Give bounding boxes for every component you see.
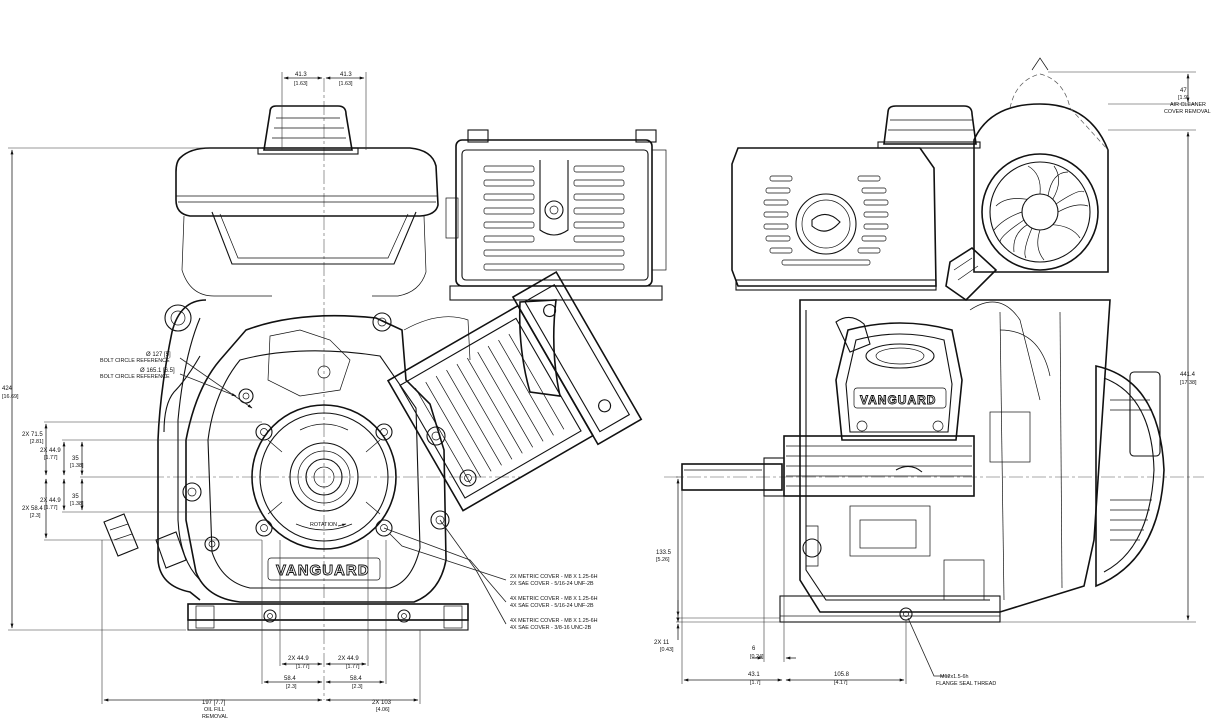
dim-v449b: 2X 44.9	[40, 498, 61, 504]
dim-top-right: 41.3	[340, 72, 352, 78]
blower-housing	[157, 299, 207, 601]
thread-spec: M12x1.5-6h	[940, 674, 968, 680]
side-view-dimensions: 47 [1.9] AIR CLEANER COVER REMOVAL 441.4…	[654, 71, 1211, 687]
rotation-label: ROTATION	[310, 522, 337, 528]
front-brand-emboss: VANGUARD	[276, 562, 370, 579]
lifting-eye	[164, 304, 192, 332]
dim-11-in: [0.43]	[660, 647, 674, 653]
dim-47: 47	[1180, 88, 1187, 94]
dim-w197-note1: OIL FILL	[204, 707, 225, 713]
cylinder-assembly	[386, 270, 643, 512]
oil-fill-plug	[155, 531, 187, 569]
dim-1335: 133.5	[656, 550, 672, 556]
side-brand-emboss: VANGUARD	[860, 393, 936, 407]
dim-v449b-in: [1.77]	[44, 505, 58, 511]
dim-v715: 2X 71.5	[22, 432, 43, 438]
dim-1058: 105.8	[834, 672, 850, 678]
dim-47-in: [1.9]	[1178, 95, 1189, 101]
bolt-circle-2: Ø 165.1 [6.5]	[140, 368, 175, 374]
dim-height-in: [16.69]	[2, 394, 19, 400]
side-view: VANGUARD	[654, 57, 1211, 687]
side-crankcase	[779, 299, 1111, 623]
dim-v35a: 35	[72, 456, 79, 462]
valve-cover: VANGUARD	[835, 322, 963, 441]
bolt-circle-1: Ø 127 [5]	[146, 352, 171, 358]
dim-h584r: 58.4	[350, 676, 362, 682]
side-lower-details	[802, 301, 1051, 621]
dim-6: 6	[752, 646, 756, 652]
muffler	[445, 129, 667, 301]
dim-1335-in: [5.26]	[656, 557, 670, 563]
dim-w103: 2X 103	[372, 700, 392, 706]
dim-47-note2: COVER REMOVAL	[1164, 109, 1211, 115]
dim-431-in: [1.7]	[750, 680, 761, 686]
callout-3-line1: 4X METRIC COVER - M8 X 1.25-6H	[510, 618, 598, 624]
fuel-tank	[175, 147, 439, 297]
dim-v715-in: [2.81]	[30, 439, 44, 445]
side-fuel-tank	[731, 147, 937, 291]
dim-top-left-in: [1.63]	[294, 81, 308, 87]
dim-h584l: 58.4	[284, 676, 296, 682]
air-cleaner	[945, 57, 1109, 302]
mounting-bolt-bosses	[182, 312, 477, 623]
crankcase	[185, 314, 447, 603]
crankshaft-boss	[251, 404, 397, 550]
dim-w197: 197 [7.7]	[202, 700, 226, 706]
dim-v449a: 2X 44.9	[40, 448, 61, 454]
dim-top-right-in: [1.63]	[339, 81, 353, 87]
callout-2-line2: 4X SAE COVER - 5/16-24 UNF-2B	[510, 603, 594, 609]
dim-top-left: 41.3	[295, 72, 307, 78]
dim-h449l: 2X 44.9	[288, 656, 309, 662]
dim-v35a-in: [1.38]	[70, 463, 84, 469]
dim-h449r-in: [1.77]	[346, 664, 360, 670]
dim-h584r-in: [2.3]	[352, 684, 363, 690]
dim-h449r: 2X 44.9	[338, 656, 359, 662]
callout-2-line1: 4X METRIC COVER - M8 X 1.25-6H	[510, 596, 598, 602]
dim-47-note1: AIR CLEANER	[1170, 102, 1206, 108]
dim-6-in: [0.24]	[750, 654, 764, 660]
callout-3-line2: 4X SAE COVER - 3/8-16 UNC-2B	[510, 625, 592, 631]
recoil-starter	[1095, 365, 1165, 588]
dim-v584-in: [2.3]	[30, 513, 41, 519]
dim-431: 43.1	[748, 672, 760, 678]
oil-drain-plug	[103, 513, 139, 557]
oil-fill-tube	[163, 355, 201, 433]
side-fuel-cap	[877, 105, 981, 149]
dim-v35b-in: [1.38]	[70, 501, 84, 507]
dim-441-in: [17.38]	[1180, 380, 1197, 386]
intake-elbow	[518, 299, 562, 397]
dim-v584: 2X 58.4	[22, 506, 43, 512]
front-view: ROTATION VANGUARD	[2, 72, 667, 720]
dim-v449a-in: [1.77]	[44, 455, 58, 461]
dim-1058-in: [4.17]	[834, 680, 848, 686]
front-view-dimensions: 41.3 [1.63] 41.3 [1.63] 424 [16.69] Ø 12…	[2, 72, 598, 720]
dim-height: 424	[2, 386, 13, 392]
dim-w103-in: [4.06]	[376, 707, 390, 713]
side-cylinder-fins	[783, 435, 975, 497]
engine-base	[187, 603, 469, 631]
dim-w197-note2: REMOVAL	[202, 714, 228, 720]
dim-h449l-in: [1.77]	[296, 664, 310, 670]
dim-h584l-in: [2.3]	[286, 684, 297, 690]
bolt-circle-1-note: BOLT CIRCLE REFERENCE	[100, 358, 170, 364]
thread-note: FLANGE SEAL THREAD	[936, 681, 996, 687]
dim-v35b: 35	[72, 494, 79, 500]
fuel-cap	[257, 105, 359, 155]
dim-441: 441.4	[1180, 372, 1196, 378]
callout-1-line1: 2X METRIC COVER - M8 X 1.25-6H	[510, 574, 598, 580]
callout-1-line2: 2X SAE COVER - 5/16-24 UNF-2B	[510, 581, 594, 587]
dim-11: 2X 11	[654, 640, 670, 646]
bolt-circle-2-note: BOLT CIRCLE REFERENCE	[100, 374, 170, 380]
